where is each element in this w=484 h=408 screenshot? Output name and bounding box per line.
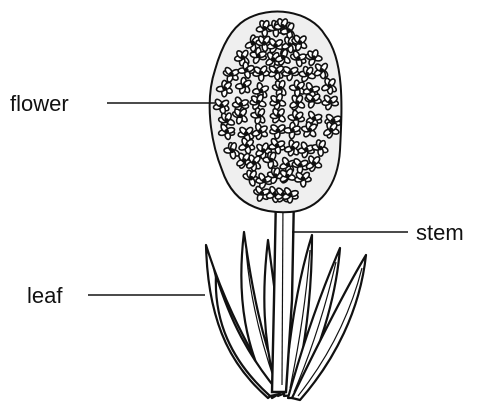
leaf-label: leaf — [27, 285, 62, 307]
stem-label: stem — [416, 222, 464, 244]
floret — [289, 94, 306, 111]
flower-head — [210, 12, 342, 213]
flower-label: flower — [10, 93, 69, 115]
